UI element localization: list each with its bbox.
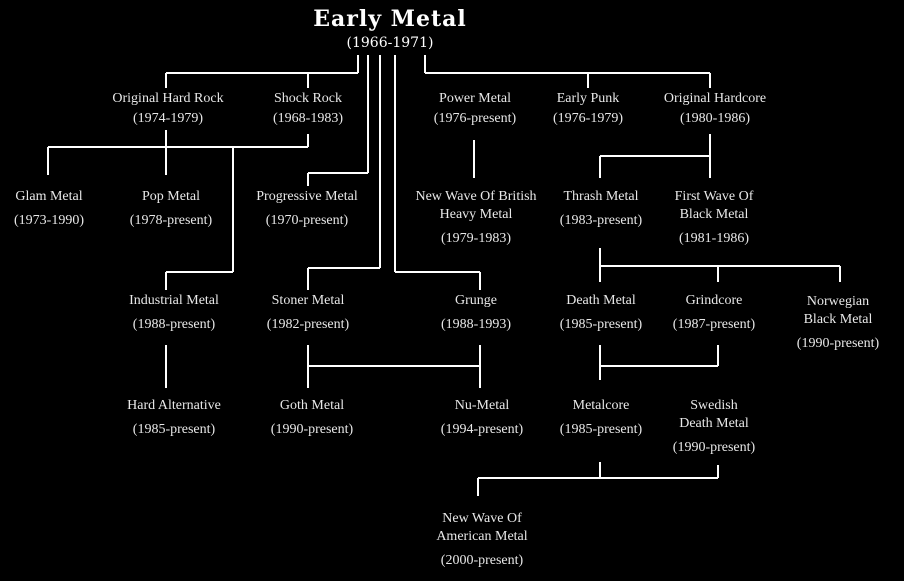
node-name: Early Punk xyxy=(556,91,620,106)
node-years: (1985-present) xyxy=(132,422,216,437)
node-metalcore: Metalcore (1985-present) xyxy=(545,397,657,439)
node-years: (1994-present) xyxy=(440,422,524,437)
node-name-line2: Heavy Metal xyxy=(439,207,513,222)
node-name: Death Metal xyxy=(566,293,636,308)
node-name-line1: Norwegian xyxy=(806,294,870,309)
node-years: (1990-present) xyxy=(796,336,880,351)
node-swedish-death-metal: Swedish Death Metal (1990-present) xyxy=(658,397,770,457)
node-name: Stoner Metal xyxy=(271,293,345,308)
node-grunge: Grunge (1988-1993) xyxy=(420,292,532,334)
node-original-hardcore: Original Hardcore (1980-1986) xyxy=(645,90,785,128)
node-progressive-metal: Progressive Metal (1970-present) xyxy=(240,188,374,230)
node-name: Grindcore xyxy=(685,293,743,308)
node-stoner-metal: Stoner Metal (1982-present) xyxy=(248,292,368,334)
node-name: Progressive Metal xyxy=(256,189,358,204)
node-years: (1983-present) xyxy=(559,213,643,228)
node-goth-metal: Goth Metal (1990-present) xyxy=(252,397,372,439)
node-nwoam: New Wave Of American Metal (2000-present… xyxy=(416,510,548,570)
node-name: Pop Metal xyxy=(142,189,200,204)
node-name: Power Metal xyxy=(439,91,511,106)
root-node-early-metal: Early Metal (1966-1971) xyxy=(300,6,480,52)
node-early-punk: Early Punk (1976-1979) xyxy=(538,90,638,128)
node-years: (1976-present) xyxy=(433,111,517,126)
node-years: (1990-present) xyxy=(672,440,756,455)
node-years: (2000-present) xyxy=(440,553,524,568)
node-name: Metalcore xyxy=(572,398,630,413)
node-name: Glam Metal xyxy=(15,189,83,204)
node-pop-metal: Pop Metal (1978-present) xyxy=(111,188,231,230)
node-years: (1980-1986) xyxy=(680,111,750,126)
node-grindcore: Grindcore (1987-present) xyxy=(658,292,770,334)
node-name: Shock Rock xyxy=(273,91,343,106)
node-name: Industrial Metal xyxy=(129,293,219,308)
node-original-hard-rock: Original Hard Rock (1974-1979) xyxy=(88,90,248,128)
node-years: (1981-1986) xyxy=(679,231,749,246)
node-death-metal: Death Metal (1985-present) xyxy=(545,292,657,334)
node-name-line2: American Metal xyxy=(436,529,528,544)
node-name-line1: New Wave Of British xyxy=(415,189,537,204)
node-hard-alternative: Hard Alternative (1985-present) xyxy=(108,397,240,439)
node-years: (1985-present) xyxy=(559,422,643,437)
node-years: (1988-1993) xyxy=(441,317,511,332)
node-power-metal: Power Metal (1976-present) xyxy=(415,90,535,128)
node-name-line2: Death Metal xyxy=(679,416,749,431)
node-years: (1982-present) xyxy=(266,317,350,332)
node-norwegian-black-metal: Norwegian Black Metal (1990-present) xyxy=(786,293,890,353)
node-name-line1: Swedish xyxy=(690,398,738,413)
node-years: (1988-present) xyxy=(132,317,216,332)
node-years: (1973-1990) xyxy=(14,213,84,228)
node-years: (1970-present) xyxy=(265,213,349,228)
node-name: Original Hardcore xyxy=(663,91,767,106)
root-years: (1966-1971) xyxy=(346,35,434,51)
node-name-line1: New Wave Of xyxy=(442,511,522,526)
node-nu-metal: Nu-Metal (1994-present) xyxy=(422,397,542,439)
node-years: (1979-1983) xyxy=(441,231,511,246)
node-name: Goth Metal xyxy=(279,398,345,413)
node-name: Grunge xyxy=(455,293,497,308)
node-name-line2: Black Metal xyxy=(679,207,749,222)
node-years: (1968-1983) xyxy=(273,111,343,126)
node-years: (1978-present) xyxy=(129,213,213,228)
node-years: (1987-present) xyxy=(672,317,756,332)
node-name: Thrash Metal xyxy=(563,189,639,204)
node-name: Hard Alternative xyxy=(127,398,221,413)
node-name-line2: Black Metal xyxy=(803,312,873,327)
node-name: Nu-Metal xyxy=(454,398,510,413)
node-name-line1: First Wave Of xyxy=(674,189,754,204)
node-first-wave-black-metal: First Wave Of Black Metal (1981-1986) xyxy=(660,188,768,248)
node-years: (1976-1979) xyxy=(553,111,623,126)
node-thrash-metal: Thrash Metal (1983-present) xyxy=(545,188,657,230)
node-years: (1985-present) xyxy=(559,317,643,332)
node-years: (1974-1979) xyxy=(133,111,203,126)
node-nwobhm: New Wave Of British Heavy Metal (1979-19… xyxy=(400,188,552,248)
node-years: (1990-present) xyxy=(270,422,354,437)
node-glam-metal: Glam Metal (1973-1990) xyxy=(0,188,98,230)
node-industrial-metal: Industrial Metal (1988-present) xyxy=(108,292,240,334)
node-name: Original Hard Rock xyxy=(112,91,224,106)
node-shock-rock: Shock Rock (1968-1983) xyxy=(248,90,368,128)
root-title: Early Metal xyxy=(313,6,467,32)
